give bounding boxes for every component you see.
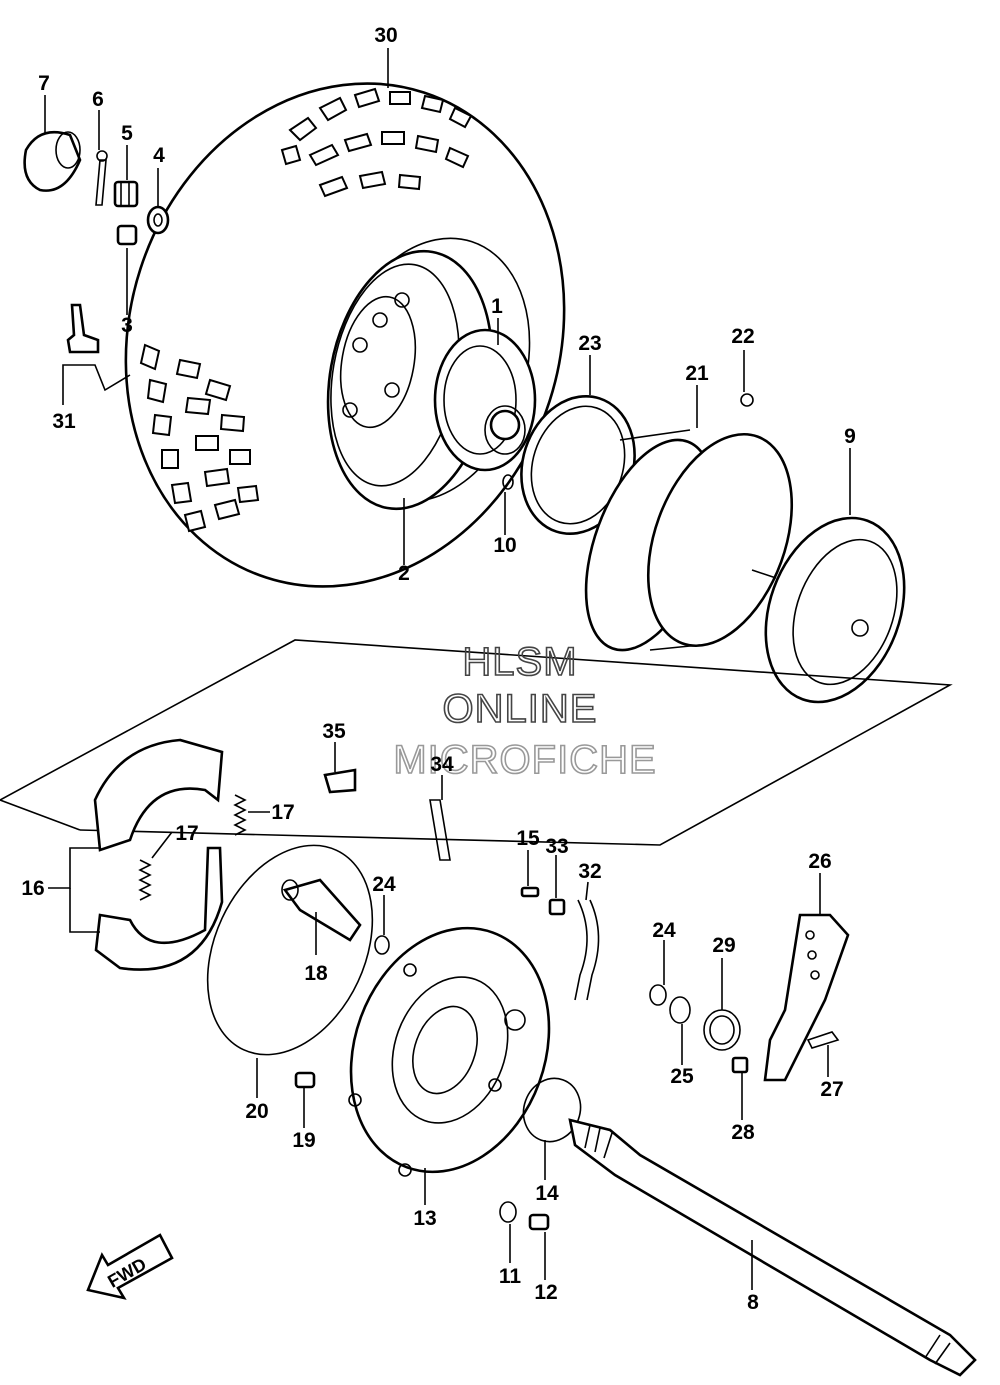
watermark-line-2: ONLINE <box>443 687 598 731</box>
callout-20: 20 <box>245 1100 268 1123</box>
brake-camshaft <box>281 878 362 942</box>
callout-19: 19 <box>292 1129 315 1152</box>
callout-34: 34 <box>430 753 454 776</box>
spring-17b <box>138 859 152 901</box>
nut <box>116 224 138 246</box>
castle-nut <box>113 180 139 208</box>
callout-10: 10 <box>493 534 516 557</box>
callout-28: 28 <box>731 1121 755 1144</box>
callout-6: 6 <box>92 88 104 111</box>
callout-labels: 30 7 6 5 4 3 31 1 2 10 23 21 22 9 35 34 … <box>21 24 856 1314</box>
valve-stem <box>66 303 100 354</box>
callout-3: 3 <box>121 314 133 337</box>
callout-14: 14 <box>535 1182 559 1205</box>
exploded-outline <box>0 639 953 846</box>
callout-15: 15 <box>516 827 540 850</box>
callout-1: 1 <box>491 295 503 318</box>
callout-17-lower: 17 <box>175 822 198 845</box>
callout-32: 32 <box>578 860 601 883</box>
callout-17-upper: 17 <box>271 801 294 824</box>
hose-32 <box>574 899 600 1001</box>
washer <box>146 205 170 235</box>
o-ring-24a <box>374 935 390 955</box>
callout-25: 25 <box>670 1065 694 1088</box>
washer-11 <box>499 1201 517 1223</box>
seal-14 <box>522 1077 582 1143</box>
watermark-line-3: MICROFICHE <box>393 738 656 782</box>
wheel-hub <box>433 328 537 472</box>
callout-30: 30 <box>374 24 397 47</box>
callout-16: 16 <box>21 877 44 900</box>
brake-shoe-lower <box>94 846 224 971</box>
callout-4: 4 <box>153 144 165 167</box>
callout-23: 23 <box>578 332 601 355</box>
o-ring-24b <box>649 984 667 1006</box>
callout-24-left: 24 <box>372 873 396 896</box>
callout-11: 11 <box>499 1265 522 1288</box>
callout-5: 5 <box>121 122 133 145</box>
callout-12: 12 <box>534 1281 557 1304</box>
leader-lines <box>44 48 851 1290</box>
drum-cover <box>584 393 794 652</box>
bracket-34 <box>429 799 451 861</box>
bolt-19 <box>294 1071 316 1089</box>
tire-tread-top <box>280 87 473 198</box>
brake-shoe-upper <box>93 738 224 852</box>
callout-2: 2 <box>398 562 410 585</box>
o-ring-20 <box>206 844 374 1056</box>
o-ring-10 <box>502 474 514 490</box>
tire-tread-left <box>139 343 260 533</box>
pin-15 <box>520 886 540 898</box>
callout-27: 27 <box>820 1078 843 1101</box>
brake-drum <box>751 516 906 704</box>
callout-29: 29 <box>712 934 735 957</box>
callout-35: 35 <box>322 720 346 743</box>
clip-35 <box>323 768 357 794</box>
brake-arm-26 <box>763 913 850 1082</box>
watermark-line-1: HLSM <box>462 640 577 684</box>
rear-axle <box>568 1118 977 1377</box>
brake-panel <box>348 926 551 1177</box>
callout-7: 7 <box>38 72 50 95</box>
callout-24-right: 24 <box>652 919 676 942</box>
callout-26: 26 <box>808 850 831 873</box>
callout-33: 33 <box>545 835 568 858</box>
callout-8: 8 <box>747 1291 759 1314</box>
callout-18: 18 <box>304 962 328 985</box>
watermark: HLSM ONLINE MICROFICHE <box>393 639 657 783</box>
spring-17a <box>233 794 247 836</box>
callout-22: 22 <box>731 325 754 348</box>
clip-33 <box>548 898 566 916</box>
bolt-27 <box>806 1031 840 1049</box>
callout-31: 31 <box>52 410 76 433</box>
torsion-spring-29 <box>703 1009 741 1051</box>
hub-cap <box>23 130 82 192</box>
callout-9: 9 <box>844 425 856 448</box>
callout-21: 21 <box>685 362 709 385</box>
bolt-12 <box>528 1213 550 1231</box>
cotter-pin <box>95 150 108 206</box>
seal-25 <box>669 996 691 1024</box>
fwd-arrow: FWD <box>86 1233 174 1300</box>
nut-28 <box>731 1056 749 1074</box>
callout-13: 13 <box>413 1207 436 1230</box>
